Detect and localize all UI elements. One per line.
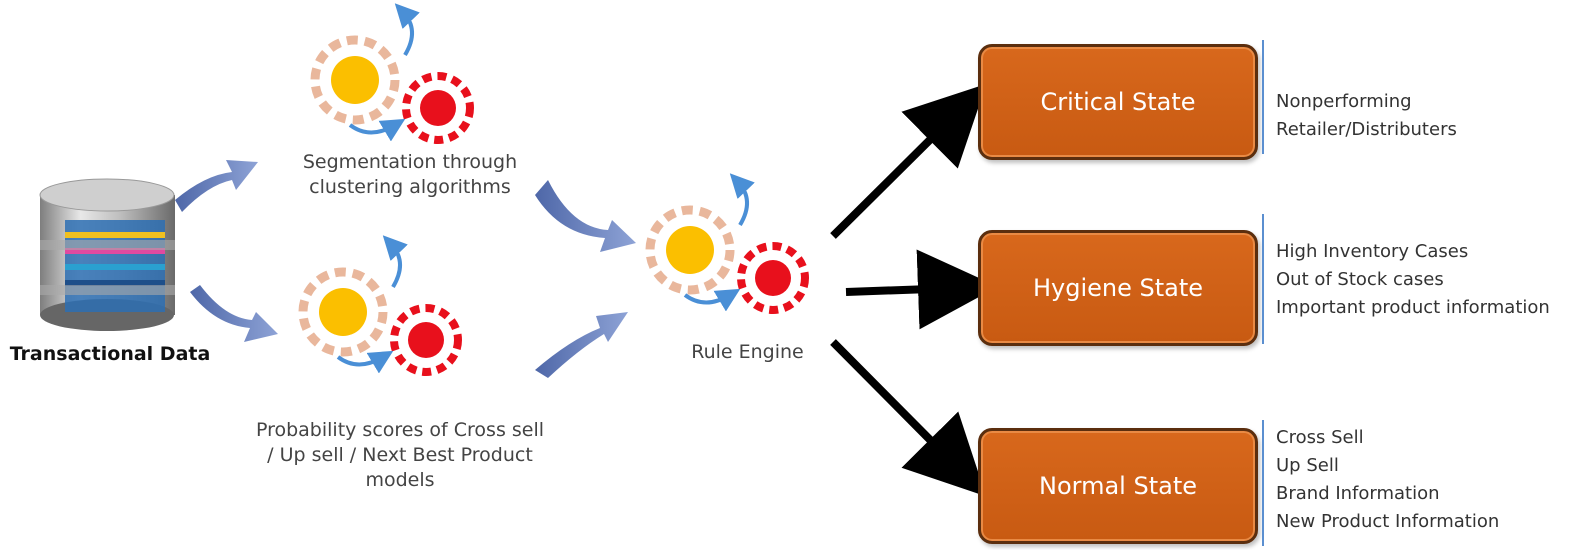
probability-label-line1: Probability scores of Cross sell xyxy=(255,419,545,441)
flow-arrow-to-segmentation xyxy=(175,160,258,212)
probability-label-line3: models xyxy=(365,469,435,491)
arrow-to-normal-state xyxy=(830,339,987,497)
hygiene-state-box: Hygiene State xyxy=(978,230,1258,346)
hygiene-state-label: Hygiene State xyxy=(1032,274,1204,302)
segmentation-label-line2: clustering algorithms xyxy=(309,176,511,198)
probability-label-line2: / Up sell / Next Best Product xyxy=(267,444,533,466)
database-icon xyxy=(39,178,175,331)
detail-item: New Product Information xyxy=(1276,511,1500,532)
detail-item: Out of Stock cases xyxy=(1276,269,1444,290)
arrow-to-hygiene-state xyxy=(845,249,998,330)
detail-item: Cross Sell xyxy=(1276,427,1364,448)
flow-arrow-segmentation-to-engine xyxy=(535,180,636,252)
flow-arrow-to-probability xyxy=(190,285,278,342)
segmentation-label: Segmentation through clustering algorith… xyxy=(290,150,530,200)
detail-item: Brand Information xyxy=(1276,483,1440,504)
flow-arrow-probability-to-engine xyxy=(535,312,628,378)
detail-item: High Inventory Cases xyxy=(1276,241,1469,262)
normal-state-box: Normal State xyxy=(978,428,1258,544)
segmentation-gears-icon xyxy=(310,3,474,144)
probability-gears-icon xyxy=(298,235,462,376)
detail-item: Retailer/Distributers xyxy=(1276,119,1457,140)
critical-state-box: Critical State xyxy=(978,44,1258,160)
probability-label: Probability scores of Cross sell / Up se… xyxy=(250,418,550,493)
detail-item: Up Sell xyxy=(1276,455,1339,476)
arrow-to-critical-state xyxy=(830,83,987,239)
hygiene-state-details: High Inventory Cases Out of Stock cases … xyxy=(1262,214,1550,344)
transactional-data-label: Transactional Data xyxy=(9,343,211,365)
rule-engine-gears-icon xyxy=(645,173,809,314)
segmentation-label-line1: Segmentation through xyxy=(302,151,518,173)
detail-item: Nonperforming xyxy=(1276,91,1412,112)
critical-state-label: Critical State xyxy=(1040,88,1196,116)
critical-state-details: Nonperforming Retailer/Distributers xyxy=(1262,40,1457,154)
detail-item: Important product information xyxy=(1276,297,1550,318)
normal-state-label: Normal State xyxy=(1039,472,1197,500)
normal-state-details: Cross Sell Up Sell Brand Information New… xyxy=(1262,420,1499,546)
rule-engine-label: Rule Engine xyxy=(691,341,804,363)
